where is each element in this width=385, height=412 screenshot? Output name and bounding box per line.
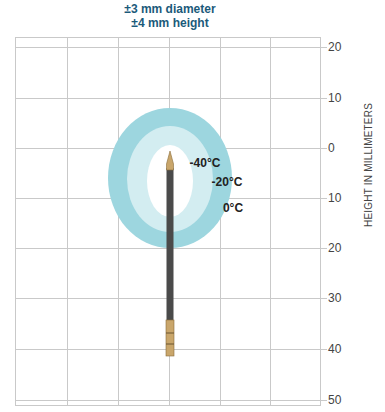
axis-tick-label: 10 <box>328 91 341 105</box>
axis-tick-label: 20 <box>328 241 341 255</box>
axis-tick-label: 0 <box>328 141 335 155</box>
axis-tick-label: 40 <box>328 342 341 356</box>
probe-tip <box>167 151 174 170</box>
probe-ring <box>166 333 174 334</box>
axis-tick-label: 10 <box>328 191 341 205</box>
temperature-label: -20°C <box>212 175 243 189</box>
axis-tick-label: 50 <box>328 393 341 407</box>
probe-base <box>166 320 174 356</box>
axis-tick-label: 20 <box>328 40 341 54</box>
temperature-label: -40°C <box>190 156 221 170</box>
temperature-label: 0°C <box>223 201 243 215</box>
axis-tick-label: 30 <box>328 291 341 305</box>
grid-border <box>16 38 321 406</box>
probe <box>166 151 174 356</box>
chart-title: ±3 mm diameter ±4 mm height <box>120 2 220 30</box>
grid-line <box>15 98 327 99</box>
probe-ring <box>166 344 174 345</box>
grid <box>15 37 327 406</box>
grid-line <box>15 400 327 401</box>
grid-line <box>15 47 327 48</box>
probe-shaft <box>167 168 174 323</box>
axis-title: HEIGHT IN MILLIMETERS <box>363 103 374 227</box>
